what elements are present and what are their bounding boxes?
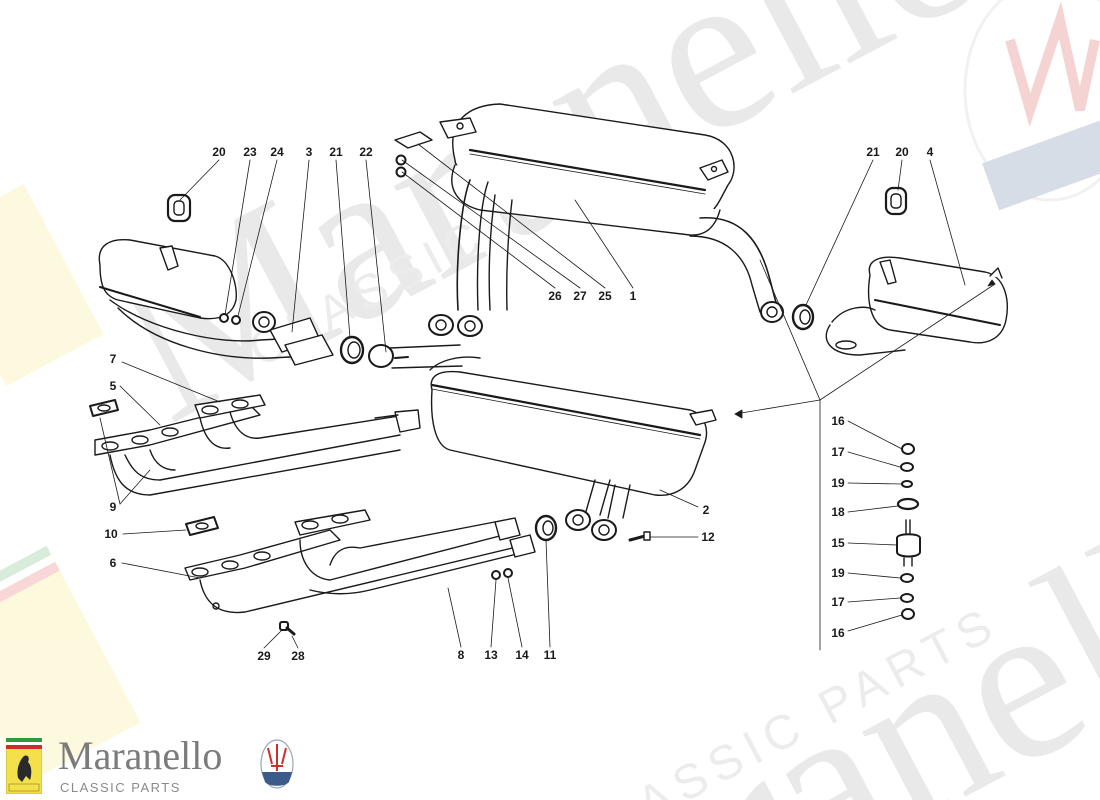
callout-part-18[interactable]: 18 (831, 505, 845, 519)
part-12-bolt (628, 531, 651, 542)
callout-part-1[interactable]: 1 (629, 289, 637, 303)
leader-lines (99, 143, 996, 651)
callout-part-11[interactable]: 11 (543, 648, 557, 662)
part-20-grommet-left (166, 193, 192, 223)
callout-part-19[interactable]: 19 (831, 476, 845, 490)
callout-part-9[interactable]: 9 (109, 500, 117, 514)
footer-brand: Maranello CLASSIC PARTS (6, 736, 306, 796)
callout-part-7[interactable]: 7 (109, 352, 117, 366)
part-21-seal-left (339, 335, 365, 365)
callout-part-22[interactable]: 22 (359, 145, 373, 159)
callout-part-21[interactable]: 21 (329, 145, 343, 159)
callout-part-5[interactable]: 5 (109, 379, 117, 393)
callout-part-29[interactable]: 29 (257, 649, 271, 663)
part-4-right-silencer (825, 256, 1008, 356)
part-10-gasket-lower (185, 516, 219, 536)
callout-part-14[interactable]: 14 (515, 648, 529, 662)
part-11-seal (534, 514, 558, 542)
callout-part-26[interactable]: 26 (548, 289, 562, 303)
callout-part-6[interactable]: 6 (109, 556, 117, 570)
callout-part-24[interactable]: 24 (270, 145, 284, 159)
mount-stack (896, 443, 921, 620)
ferrari-shield-icon (6, 738, 42, 794)
callout-part-3[interactable]: 3 (305, 145, 313, 159)
part-6-lower-manifold (184, 509, 536, 614)
part-7-upper-manifold (94, 394, 421, 496)
part-1-rear-silencer (394, 103, 784, 337)
callout-part-4[interactable]: 4 (926, 145, 934, 159)
part-20-grommet-right (884, 186, 908, 216)
brand-subtitle: CLASSIC PARTS (60, 780, 181, 795)
callout-part-17[interactable]: 17 (831, 595, 845, 609)
callout-part-2[interactable]: 2 (702, 503, 710, 517)
callout-part-10[interactable]: 10 (104, 527, 118, 541)
part-2-lower-silencer (429, 356, 717, 541)
part-3-left-silencer (98, 238, 334, 366)
callout-part-13[interactable]: 13 (484, 648, 498, 662)
callout-part-12[interactable]: 12 (701, 530, 715, 544)
callout-part-19[interactable]: 19 (831, 566, 845, 580)
callout-part-20[interactable]: 20 (895, 145, 909, 159)
part-22-connector-pipe (368, 344, 463, 369)
callout-part-27[interactable]: 27 (573, 289, 587, 303)
part-21-seal-right (791, 303, 815, 331)
callout-part-16[interactable]: 16 (831, 626, 845, 640)
callout-part-15[interactable]: 15 (831, 536, 845, 550)
part-28-29-bolt (279, 621, 296, 636)
callout-part-25[interactable]: 25 (598, 289, 612, 303)
maserati-badge-icon (260, 739, 294, 789)
part-5-gasket-upper (89, 399, 119, 417)
callout-part-8[interactable]: 8 (457, 648, 465, 662)
brand-name: Maranello (58, 733, 223, 778)
part-13-14-nuts (491, 568, 513, 580)
callout-part-16[interactable]: 16 (831, 414, 845, 428)
callout-part-21[interactable]: 21 (866, 145, 880, 159)
callout-part-28[interactable]: 28 (291, 649, 305, 663)
callout-part-23[interactable]: 23 (243, 145, 257, 159)
callout-part-20[interactable]: 20 (212, 145, 226, 159)
callout-part-17[interactable]: 17 (831, 445, 845, 459)
